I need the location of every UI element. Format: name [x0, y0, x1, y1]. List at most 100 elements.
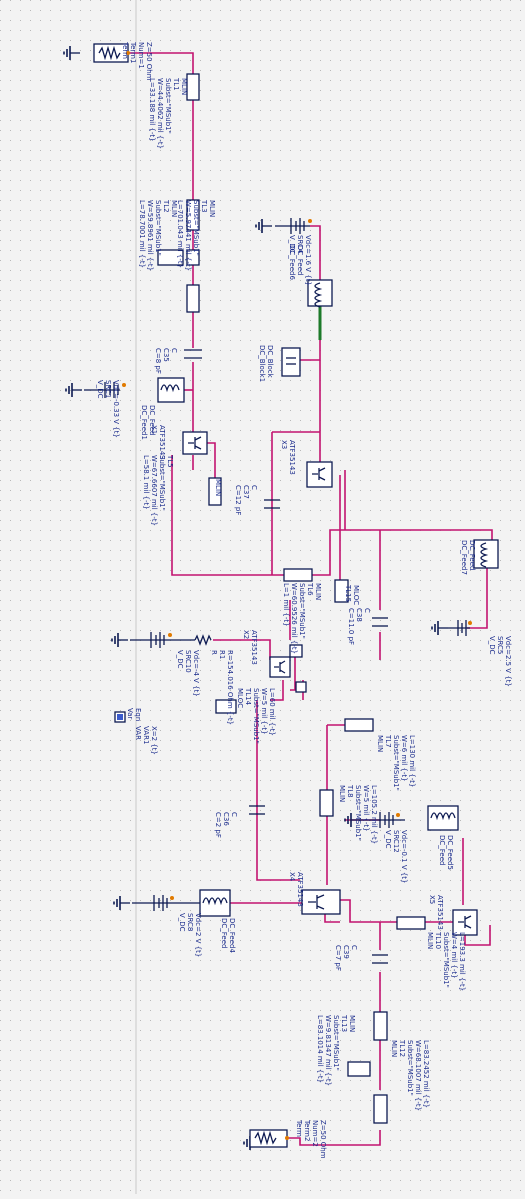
tl14-line[interactable] [215, 699, 237, 714]
c39-value-label: C=7 pF [334, 945, 342, 971]
x1-type-label: ATF35143 [158, 425, 166, 460]
tl6-name-label: TL6 [306, 582, 314, 596]
c35-value-label: C=8 pF [154, 348, 162, 374]
src1-voltage-source[interactable] [84, 382, 126, 398]
x3-transistor[interactable] [306, 461, 333, 488]
term1-z-label: Z=50 Ohm [145, 42, 153, 81]
c39-capacitor[interactable] [372, 954, 388, 964]
term2-type-label: Term [295, 1119, 303, 1137]
dc-feed4[interactable] [199, 889, 231, 917]
src1-type-label: V_DC [96, 380, 104, 399]
src5-type-label: V_DC [488, 636, 496, 655]
src10-type-label: V_DC [176, 650, 184, 669]
var-block[interactable] [114, 711, 126, 723]
src5-value-label: Vdc=2.5 V {t} [504, 636, 512, 687]
src8-type-label: V_DC [178, 913, 186, 932]
tl8-type-label: MLIN [338, 785, 346, 802]
src1-value-label: Vdc=-0.33 V {t} [112, 380, 120, 438]
tl8-line[interactable] [319, 789, 334, 817]
src10-voltage-source[interactable] [130, 632, 195, 648]
tl3-l-label: L=701.043 mil {-t} [176, 200, 184, 268]
dc-feed5[interactable] [427, 805, 459, 831]
c35-capacitor[interactable] [184, 349, 202, 359]
tl1-line[interactable] [186, 73, 200, 101]
tl2-line[interactable] [186, 199, 200, 231]
c36-name-label: C36 [222, 812, 230, 826]
src8-value-label: Vdc=2 V {t} [194, 913, 202, 957]
tl3-type-label: MLIN [208, 200, 216, 217]
src8-voltage-source[interactable] [132, 895, 200, 911]
tl1-l-label: L=33.188 mil {-t} [148, 78, 156, 142]
src12-type-label: V_DC [384, 830, 392, 849]
c37-capacitor[interactable] [264, 499, 280, 509]
tl2-l-label: L=78.7001 mil {-t} [138, 200, 146, 268]
src4-voltage-source[interactable] [275, 218, 312, 234]
dc-block1[interactable] [281, 347, 301, 377]
feed1-type-label: DC_Feed [148, 405, 156, 435]
var-name-label: VAR1 [142, 726, 150, 744]
x2-transistor[interactable] [269, 644, 307, 693]
dc-feed1[interactable] [157, 377, 185, 403]
tl2-w-label: W=59.8961 mil {-t} [146, 200, 154, 271]
c38-capacitor[interactable] [372, 617, 388, 627]
x4-transistor[interactable] [301, 889, 341, 915]
tl13-line[interactable] [373, 1011, 388, 1041]
src1-name-label: SRC1 [104, 380, 112, 398]
term2-port[interactable] [249, 1129, 289, 1148]
tl6-l-label: L=1 mil {-t} [282, 583, 290, 627]
tl10-type-label: MLIN [426, 932, 434, 949]
tl7-line[interactable] [344, 718, 374, 732]
tl15-line[interactable] [334, 579, 349, 603]
tl1-name-label: TL1 [172, 77, 180, 91]
term1-num-label: Num=1 [137, 42, 145, 69]
dc-feed7[interactable] [473, 539, 499, 569]
tl5-subst-label: Subst="MSub1" [158, 455, 166, 511]
tl3-line[interactable] [157, 249, 200, 266]
tl8-w-label: W=5 mil {-t} [362, 785, 370, 832]
tl4-line[interactable] [186, 284, 200, 313]
ground-icon [65, 383, 82, 397]
tl13-l-label: L=83.1014 mil {-t} [316, 1015, 324, 1083]
feed7-type-label: DC_Feed [468, 540, 476, 570]
src5-name-label: SRC5 [496, 636, 504, 654]
c36-capacitor[interactable] [249, 805, 265, 815]
c36-value-label: C=2 pF [214, 812, 222, 838]
tl14-l-label: L=60 mil {-t} [268, 688, 276, 736]
c37-type-label: C [250, 485, 258, 490]
tl10-w-label: W=4 mil {-t} [450, 932, 458, 979]
r1-resistor[interactable] [194, 634, 212, 646]
x1-name-label: X1 [150, 425, 158, 434]
ground-icon [63, 46, 80, 60]
tl5-type-label: MLIN [214, 479, 222, 496]
c35-name-label: C35 [162, 348, 170, 362]
tl6-line[interactable] [283, 568, 313, 582]
tl5-name-label: TL5 [166, 454, 174, 468]
src4-value-label: Vdc=1.6 V {t} [304, 235, 312, 286]
tl14-name-label: TL14 [244, 687, 252, 706]
tl7-w-label: W=6 mil {-t} [400, 735, 408, 782]
tl12-line[interactable] [347, 1061, 388, 1124]
feed4-name-label: DC_Feed4 [228, 918, 236, 953]
term1-port[interactable] [93, 43, 130, 63]
tl15-name-label: TL15 [344, 584, 352, 602]
x5-transistor[interactable] [452, 909, 478, 936]
c39-type-label: C [350, 945, 358, 950]
src12-voltage-source[interactable] [361, 812, 405, 828]
tl5-line[interactable] [208, 477, 222, 506]
x5-name-label: X5 [428, 895, 436, 904]
feed6-type-label: DC_Feed [296, 245, 304, 275]
x1-transistor[interactable] [182, 431, 208, 455]
dc-feed6[interactable] [307, 279, 333, 308]
c35-type-label: C [170, 348, 178, 353]
tl10-line[interactable] [396, 916, 426, 930]
tl8-l-label: L=105.2 mil {-t} [370, 785, 378, 844]
feed6-name-label: DC_Feed6 [288, 245, 296, 280]
src5-voltage-source[interactable] [448, 620, 472, 636]
tl12-type-label: MLIN [390, 1040, 398, 1057]
tl5-l-label: L=58.1 mil {-t} [142, 455, 150, 510]
term1-name-label: Term1 [129, 41, 137, 63]
feed4-type-label: DC_Feed [220, 918, 228, 948]
feed7-name-label: DC_Feed7 [460, 540, 468, 575]
term2-z-label: Z=50 Ohm [319, 1120, 327, 1159]
